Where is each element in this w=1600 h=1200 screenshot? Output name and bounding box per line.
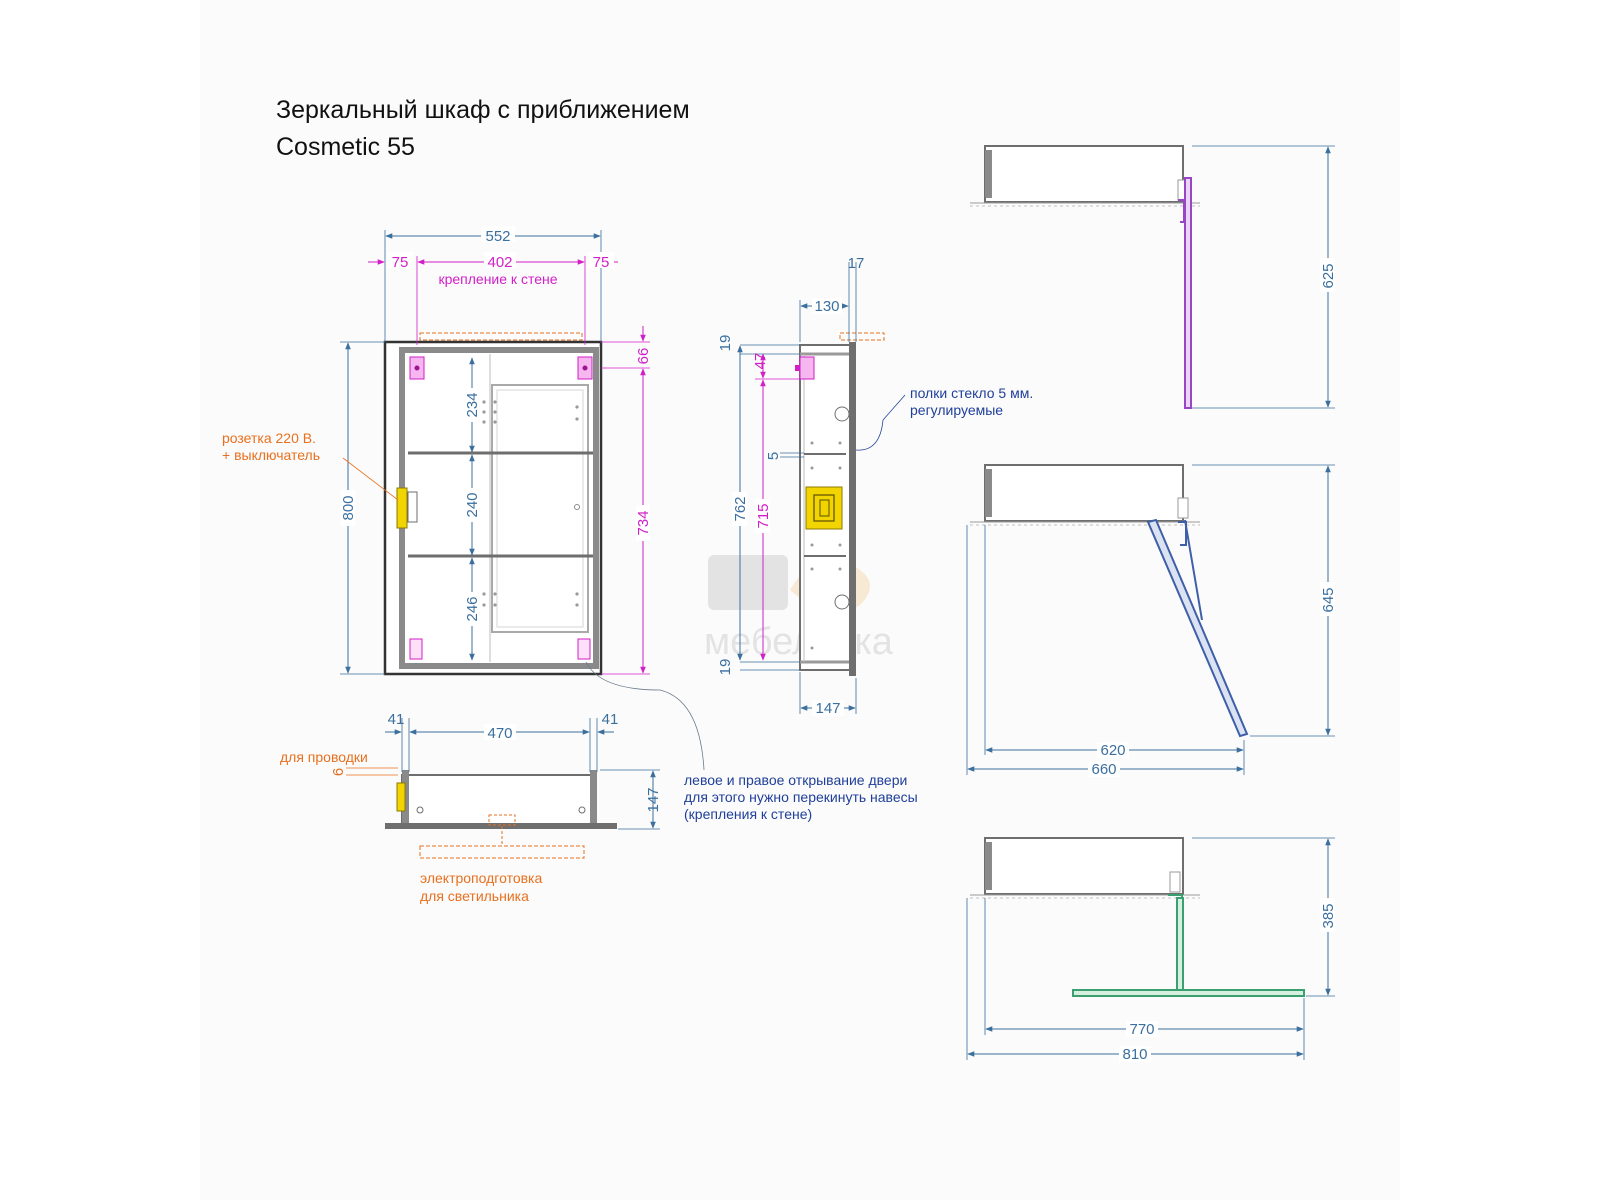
door-label-line-2: для этого нужно перекинуть навесы <box>684 789 918 805</box>
front-shelf-gap-234: 234 <box>464 392 481 417</box>
title-line-1: Зеркальный шкаф с приближением <box>276 96 690 124</box>
tilted-overall-660: 660 <box>1091 761 1116 778</box>
title-line-2: Cosmetic 55 <box>276 133 415 161</box>
front-margin-right-75: 75 <box>593 254 610 271</box>
socket-label-line-1: розетка 220 В. <box>222 430 316 446</box>
mirror-tilted <box>1146 518 1249 738</box>
front-mount-spacing-402: 402 <box>487 254 512 271</box>
wiring-label: для проводки <box>280 749 368 765</box>
front-inner-height-734: 734 <box>635 510 652 535</box>
front-view: 552 75 402 75 крепление к стене 800 66 7… <box>222 226 652 676</box>
shelves-label-line-2: регулируемые <box>910 402 1003 418</box>
side-mount-height-47: 47 <box>752 353 769 370</box>
top-inner-width-470: 470 <box>487 725 512 742</box>
side-view: 17 130 19 47 5 762 715 19 147 <box>717 255 1033 717</box>
position-tilted: 645 620 660 <box>966 464 1337 778</box>
mirror-closed <box>1184 177 1192 409</box>
front-shelf-gap-240: 240 <box>464 492 481 517</box>
shelves-label-line-1: полки стекло 5 мм. <box>910 385 1033 401</box>
front-margin-left-75: 75 <box>392 254 409 271</box>
watermark-text: мебеласка <box>704 621 894 663</box>
closed-height-625: 625 <box>1320 263 1337 288</box>
lamp-label-line-1: электроподготовка <box>420 870 542 886</box>
front-width-552: 552 <box>485 228 510 245</box>
top-cabinet-outline <box>401 774 597 826</box>
top-side-left-41: 41 <box>388 711 405 728</box>
side-bottom-panel-19: 19 <box>717 659 734 676</box>
side-height-762: 762 <box>732 496 749 521</box>
mirror-hinge-arm <box>1176 897 1184 994</box>
front-mount-bottom-left <box>409 638 423 660</box>
front-socket <box>396 487 408 529</box>
position-closed: 625 <box>970 145 1337 409</box>
wiring-hole-6: 6 <box>330 768 347 776</box>
front-mount-bottom-right <box>577 638 591 660</box>
tilted-height-645: 645 <box>1320 587 1337 612</box>
horizontal-overall-810: 810 <box>1122 1046 1147 1063</box>
top-socket <box>396 782 406 812</box>
door-label-line-1: левое и правое открывание двери <box>684 772 907 788</box>
front-mount-label: крепление к стене <box>438 271 557 287</box>
side-mount <box>799 356 815 380</box>
top-view: 41 470 41 для проводки 6 147 электроподг… <box>280 661 918 904</box>
position-horizontal: 385 770 810 <box>966 837 1337 1063</box>
top-depth-147: 147 <box>645 787 662 812</box>
tilted-reach-620: 620 <box>1100 742 1125 759</box>
socket-label-line-2: + выключатель <box>222 447 320 463</box>
horizontal-height-385: 385 <box>1320 903 1337 928</box>
side-height-715: 715 <box>755 503 772 528</box>
side-socket <box>805 486 843 530</box>
top-lamp-outline <box>419 845 585 859</box>
side-depth-147: 147 <box>815 700 840 717</box>
side-shelf-thickness-5: 5 <box>765 452 782 460</box>
top-side-right-41: 41 <box>602 711 619 728</box>
front-mount-offset-66: 66 <box>635 348 652 365</box>
side-mount-depth-17: 17 <box>848 255 865 272</box>
horizontal-reach-770: 770 <box>1129 1021 1154 1038</box>
front-mirror-panel <box>491 384 589 633</box>
lamp-label-line-2: для светильника <box>420 888 529 904</box>
side-mount-offset-130: 130 <box>814 298 839 315</box>
front-lamp-housing <box>419 332 583 341</box>
front-height-800: 800 <box>340 495 357 520</box>
side-top-panel-19: 19 <box>717 335 734 352</box>
mirror-horizontal <box>1072 989 1305 997</box>
door-label-line-3: (крепления к стене) <box>684 806 812 822</box>
front-shelf-gap-246: 246 <box>464 596 481 621</box>
